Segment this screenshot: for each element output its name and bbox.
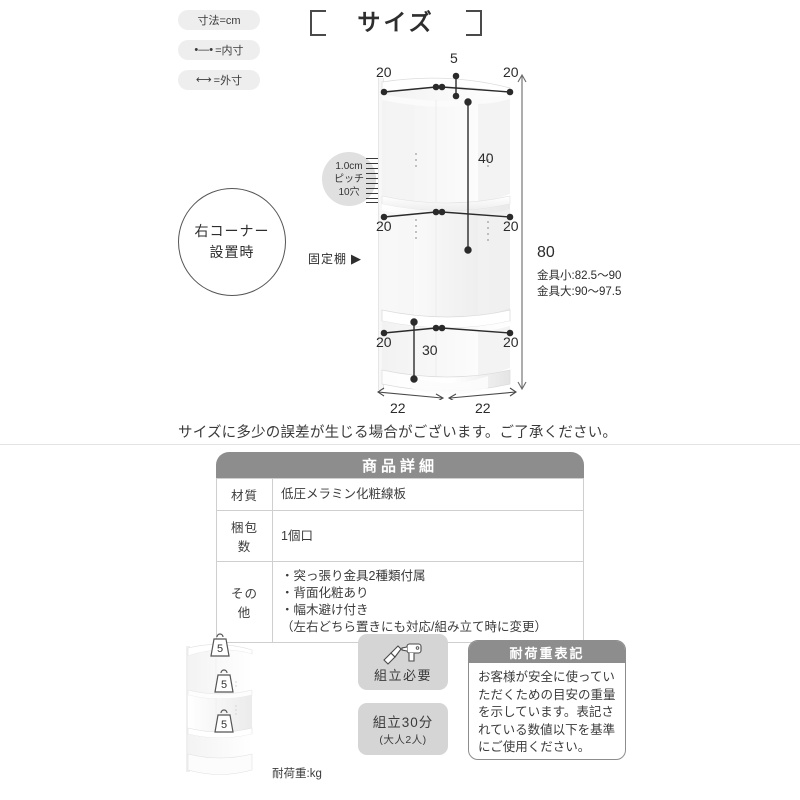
section-divider bbox=[0, 444, 800, 445]
fixed-shelf-callout: 固定棚 ▶ bbox=[308, 250, 362, 267]
dim-low-right: 20 bbox=[503, 334, 519, 350]
weight-icon: 5 bbox=[210, 633, 230, 657]
spec-key: 梱包数 bbox=[216, 510, 273, 562]
page-title: サイズ bbox=[308, 6, 484, 40]
page-title-text: サイズ bbox=[357, 9, 435, 35]
outer-dim-icon: ⟷ bbox=[195, 73, 212, 86]
dim-low-left: 20 bbox=[376, 334, 392, 350]
product-detail-section: 商品詳細 材質 低圧メラミン化粧線板 梱包数 1個口 その他 ・突っ張り金具2種… bbox=[216, 452, 584, 643]
tolerance-note: サイズに多少の誤差が生じる場合がございます。ご了承ください。 bbox=[178, 425, 618, 441]
dim-base-right: 22 bbox=[475, 400, 491, 416]
load-capacity-caption: 耐荷重:kg bbox=[272, 768, 322, 780]
corner-shelf-diagram: 20 5 20 40 20 20 20 20 30 22 22 bbox=[370, 50, 530, 416]
assembly-required-label: 組立必要 bbox=[373, 667, 432, 683]
weight-value-top: 5 bbox=[217, 643, 223, 655]
assembly-time-label: 組立30分 bbox=[372, 715, 434, 730]
legend-outer-label: =外寸 bbox=[213, 75, 243, 87]
dim-top-right: 20 bbox=[503, 64, 519, 80]
assembly-time-badge: 組立30分 (大人2人) bbox=[358, 703, 448, 755]
table-row: 材質 低圧メラミン化粧線板 bbox=[216, 478, 584, 511]
assembly-people-label: (大人2人) bbox=[379, 734, 427, 746]
dim-low-height: 30 bbox=[422, 342, 438, 358]
dim-top-center: 5 bbox=[450, 50, 458, 66]
legend-unit-label: 寸法=cm bbox=[197, 15, 241, 27]
bracket-left-icon bbox=[310, 10, 326, 36]
weight-icon: 5 bbox=[214, 669, 234, 693]
dim-base-left: 22 bbox=[390, 400, 406, 416]
spec-key: その他 bbox=[216, 561, 273, 643]
legend-inner-label: =内寸 bbox=[215, 45, 244, 57]
arrow-right-icon: ▶ bbox=[351, 250, 363, 266]
spec-value: 1個口 bbox=[272, 510, 584, 562]
fixed-shelf-label: 固定棚 bbox=[308, 252, 348, 266]
bracket-sizes: 金具小:82.5〜90 金具大:90〜97.5 bbox=[537, 268, 621, 300]
dim-total-height: 80 bbox=[537, 244, 555, 261]
load-info-heading: 耐荷重表記 bbox=[469, 641, 625, 663]
weight-value-low: 5 bbox=[221, 719, 227, 731]
dim-mid-height: 40 bbox=[478, 150, 494, 166]
load-capacity-info-box: 耐荷重表記 お客様が安全に使ってい ただくための目安の重量 を示しています。表記… bbox=[468, 640, 626, 760]
weight-value-mid: 5 bbox=[221, 679, 227, 691]
pitch-line2: ピッチ bbox=[334, 173, 364, 185]
bracket-large-label: 金具大:90〜97.5 bbox=[537, 286, 622, 298]
corner-placement-note: 右コーナー 設置時 bbox=[178, 188, 286, 296]
bracket-right-icon bbox=[466, 10, 482, 36]
dim-top-left: 20 bbox=[376, 64, 392, 80]
product-detail-table: 材質 低圧メラミン化粧線板 梱包数 1個口 その他 ・突っ張り金具2種類付属 ・… bbox=[216, 478, 584, 643]
pitch-line3: 10穴 bbox=[338, 186, 360, 198]
hole-ladder-icon bbox=[366, 158, 386, 203]
table-row: その他 ・突っ張り金具2種類付属 ・背面化粧あり ・幅木避け付き （左右どちら置… bbox=[216, 561, 584, 643]
load-info-body: お客様が安全に使ってい ただくための目安の重量 を示しています。表記さ れている… bbox=[478, 670, 616, 754]
spec-value: 低圧メラミン化粧線板 bbox=[272, 478, 584, 511]
weight-icon: 5 bbox=[214, 709, 234, 733]
corner-note-line1: 右コーナー bbox=[194, 223, 270, 239]
spec-value: ・突っ張り金具2種類付属 ・背面化粧あり ・幅木避け付き （左右どちら置きにも対… bbox=[272, 561, 584, 643]
corner-shelf-illustration bbox=[377, 72, 517, 403]
pitch-line1: 1.0cm bbox=[335, 160, 363, 172]
height-arrow-icon bbox=[517, 73, 527, 391]
shelf-pitch-badge: 1.0cm ピッチ 10穴 bbox=[322, 152, 376, 206]
assembly-required-badge: 組立必要 bbox=[358, 634, 448, 690]
product-detail-heading: 商品詳細 bbox=[216, 452, 584, 478]
inner-dim-icon: •—• bbox=[194, 43, 214, 56]
corner-note-line2: 設置時 bbox=[209, 244, 255, 260]
drill-screwdriver-icon bbox=[383, 642, 422, 665]
table-row: 梱包数 1個口 bbox=[216, 510, 584, 562]
mini-shelf-illustration bbox=[186, 644, 253, 775]
legend-outer: ⟷ =外寸 bbox=[178, 70, 260, 90]
dim-mid-right: 20 bbox=[503, 218, 519, 234]
legend-inner: •—• =内寸 bbox=[178, 40, 260, 60]
load-capacity-diagram: 5 5 5 bbox=[182, 632, 302, 782]
bracket-small-label: 金具小:82.5〜90 bbox=[537, 270, 622, 282]
legend-unit: 寸法=cm bbox=[178, 10, 260, 30]
legend-group: 寸法=cm •—• =内寸 ⟷ =外寸 bbox=[178, 10, 260, 100]
dim-mid-left: 20 bbox=[376, 218, 392, 234]
spec-key: 材質 bbox=[216, 478, 273, 511]
